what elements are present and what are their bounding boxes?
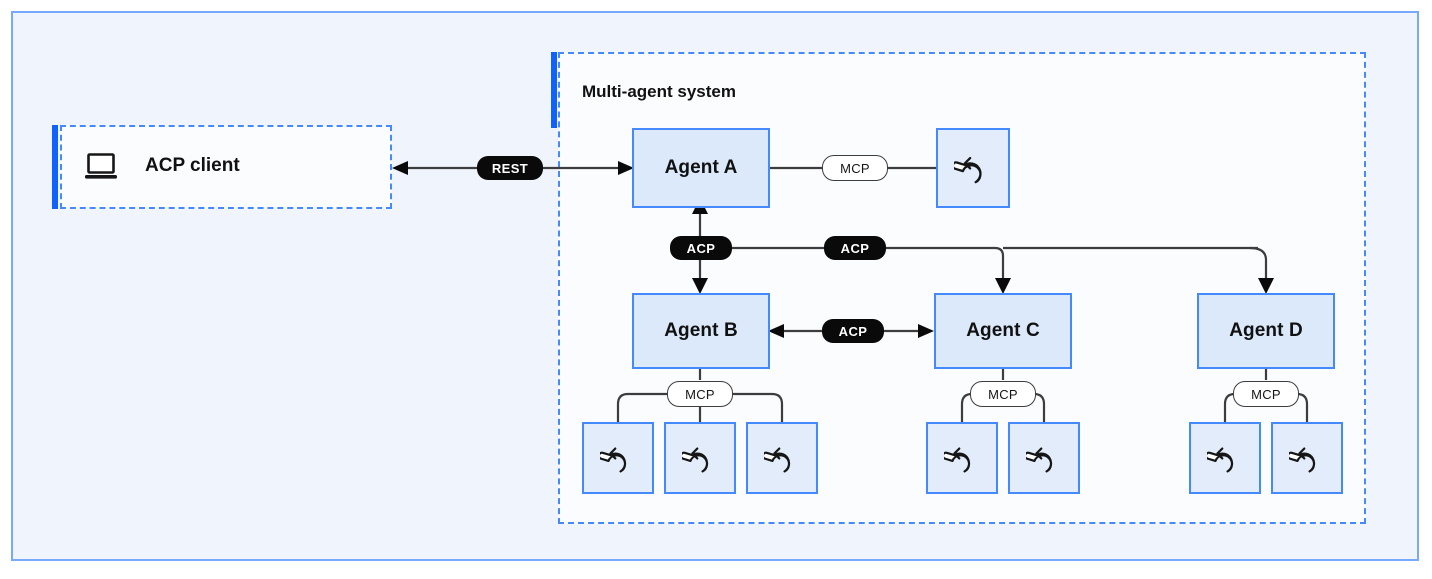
protocol-badge-mcp-agent-b: MCP bbox=[667, 381, 733, 407]
acp-client-group bbox=[60, 125, 392, 209]
wrench-icon bbox=[682, 447, 709, 473]
wrench-icon bbox=[944, 447, 971, 473]
tool-node-agent-b-2[interactable] bbox=[664, 422, 736, 494]
protocol-badge-rest: REST bbox=[477, 156, 543, 180]
tool-node-agent-d-2[interactable] bbox=[1271, 422, 1343, 494]
protocol-badge-acp-bus: ACP bbox=[824, 236, 886, 260]
acp-client-label: ACP client bbox=[145, 155, 240, 176]
wrench-icon bbox=[600, 447, 627, 473]
protocol-badge-mcp-agent-c: MCP bbox=[970, 381, 1036, 407]
protocol-badge-acp-b-c: ACP bbox=[822, 319, 884, 343]
tool-node-agent-d-1[interactable] bbox=[1189, 422, 1261, 494]
protocol-badge-acp-a-b: ACP bbox=[670, 236, 732, 260]
multi-agent-system-accent-bar bbox=[551, 52, 557, 128]
multi-agent-system-title: Multi-agent system bbox=[582, 82, 736, 101]
agent-node-agent-c[interactable]: Agent C bbox=[934, 293, 1072, 369]
tool-node-agent-c-2[interactable] bbox=[1008, 422, 1080, 494]
protocol-badge-mcp-agent-a: MCP bbox=[822, 155, 888, 181]
wrench-icon bbox=[1207, 447, 1234, 473]
tool-node-agent-b-3[interactable] bbox=[746, 422, 818, 494]
agent-node-agent-a[interactable]: Agent A bbox=[632, 128, 770, 208]
tool-node-agent-a-1[interactable] bbox=[936, 128, 1010, 208]
laptop-icon bbox=[84, 152, 118, 187]
tool-node-agent-c-1[interactable] bbox=[926, 422, 998, 494]
wrench-icon bbox=[1289, 447, 1316, 473]
acp-client-accent-bar bbox=[52, 125, 58, 209]
wrench-icon bbox=[1026, 447, 1053, 473]
protocol-badge-mcp-agent-d: MCP bbox=[1233, 381, 1299, 407]
agent-node-agent-d[interactable]: Agent D bbox=[1197, 293, 1335, 369]
tool-node-agent-b-1[interactable] bbox=[582, 422, 654, 494]
agent-node-agent-b[interactable]: Agent B bbox=[632, 293, 770, 369]
wrench-icon bbox=[954, 156, 982, 184]
wrench-icon bbox=[764, 447, 791, 473]
